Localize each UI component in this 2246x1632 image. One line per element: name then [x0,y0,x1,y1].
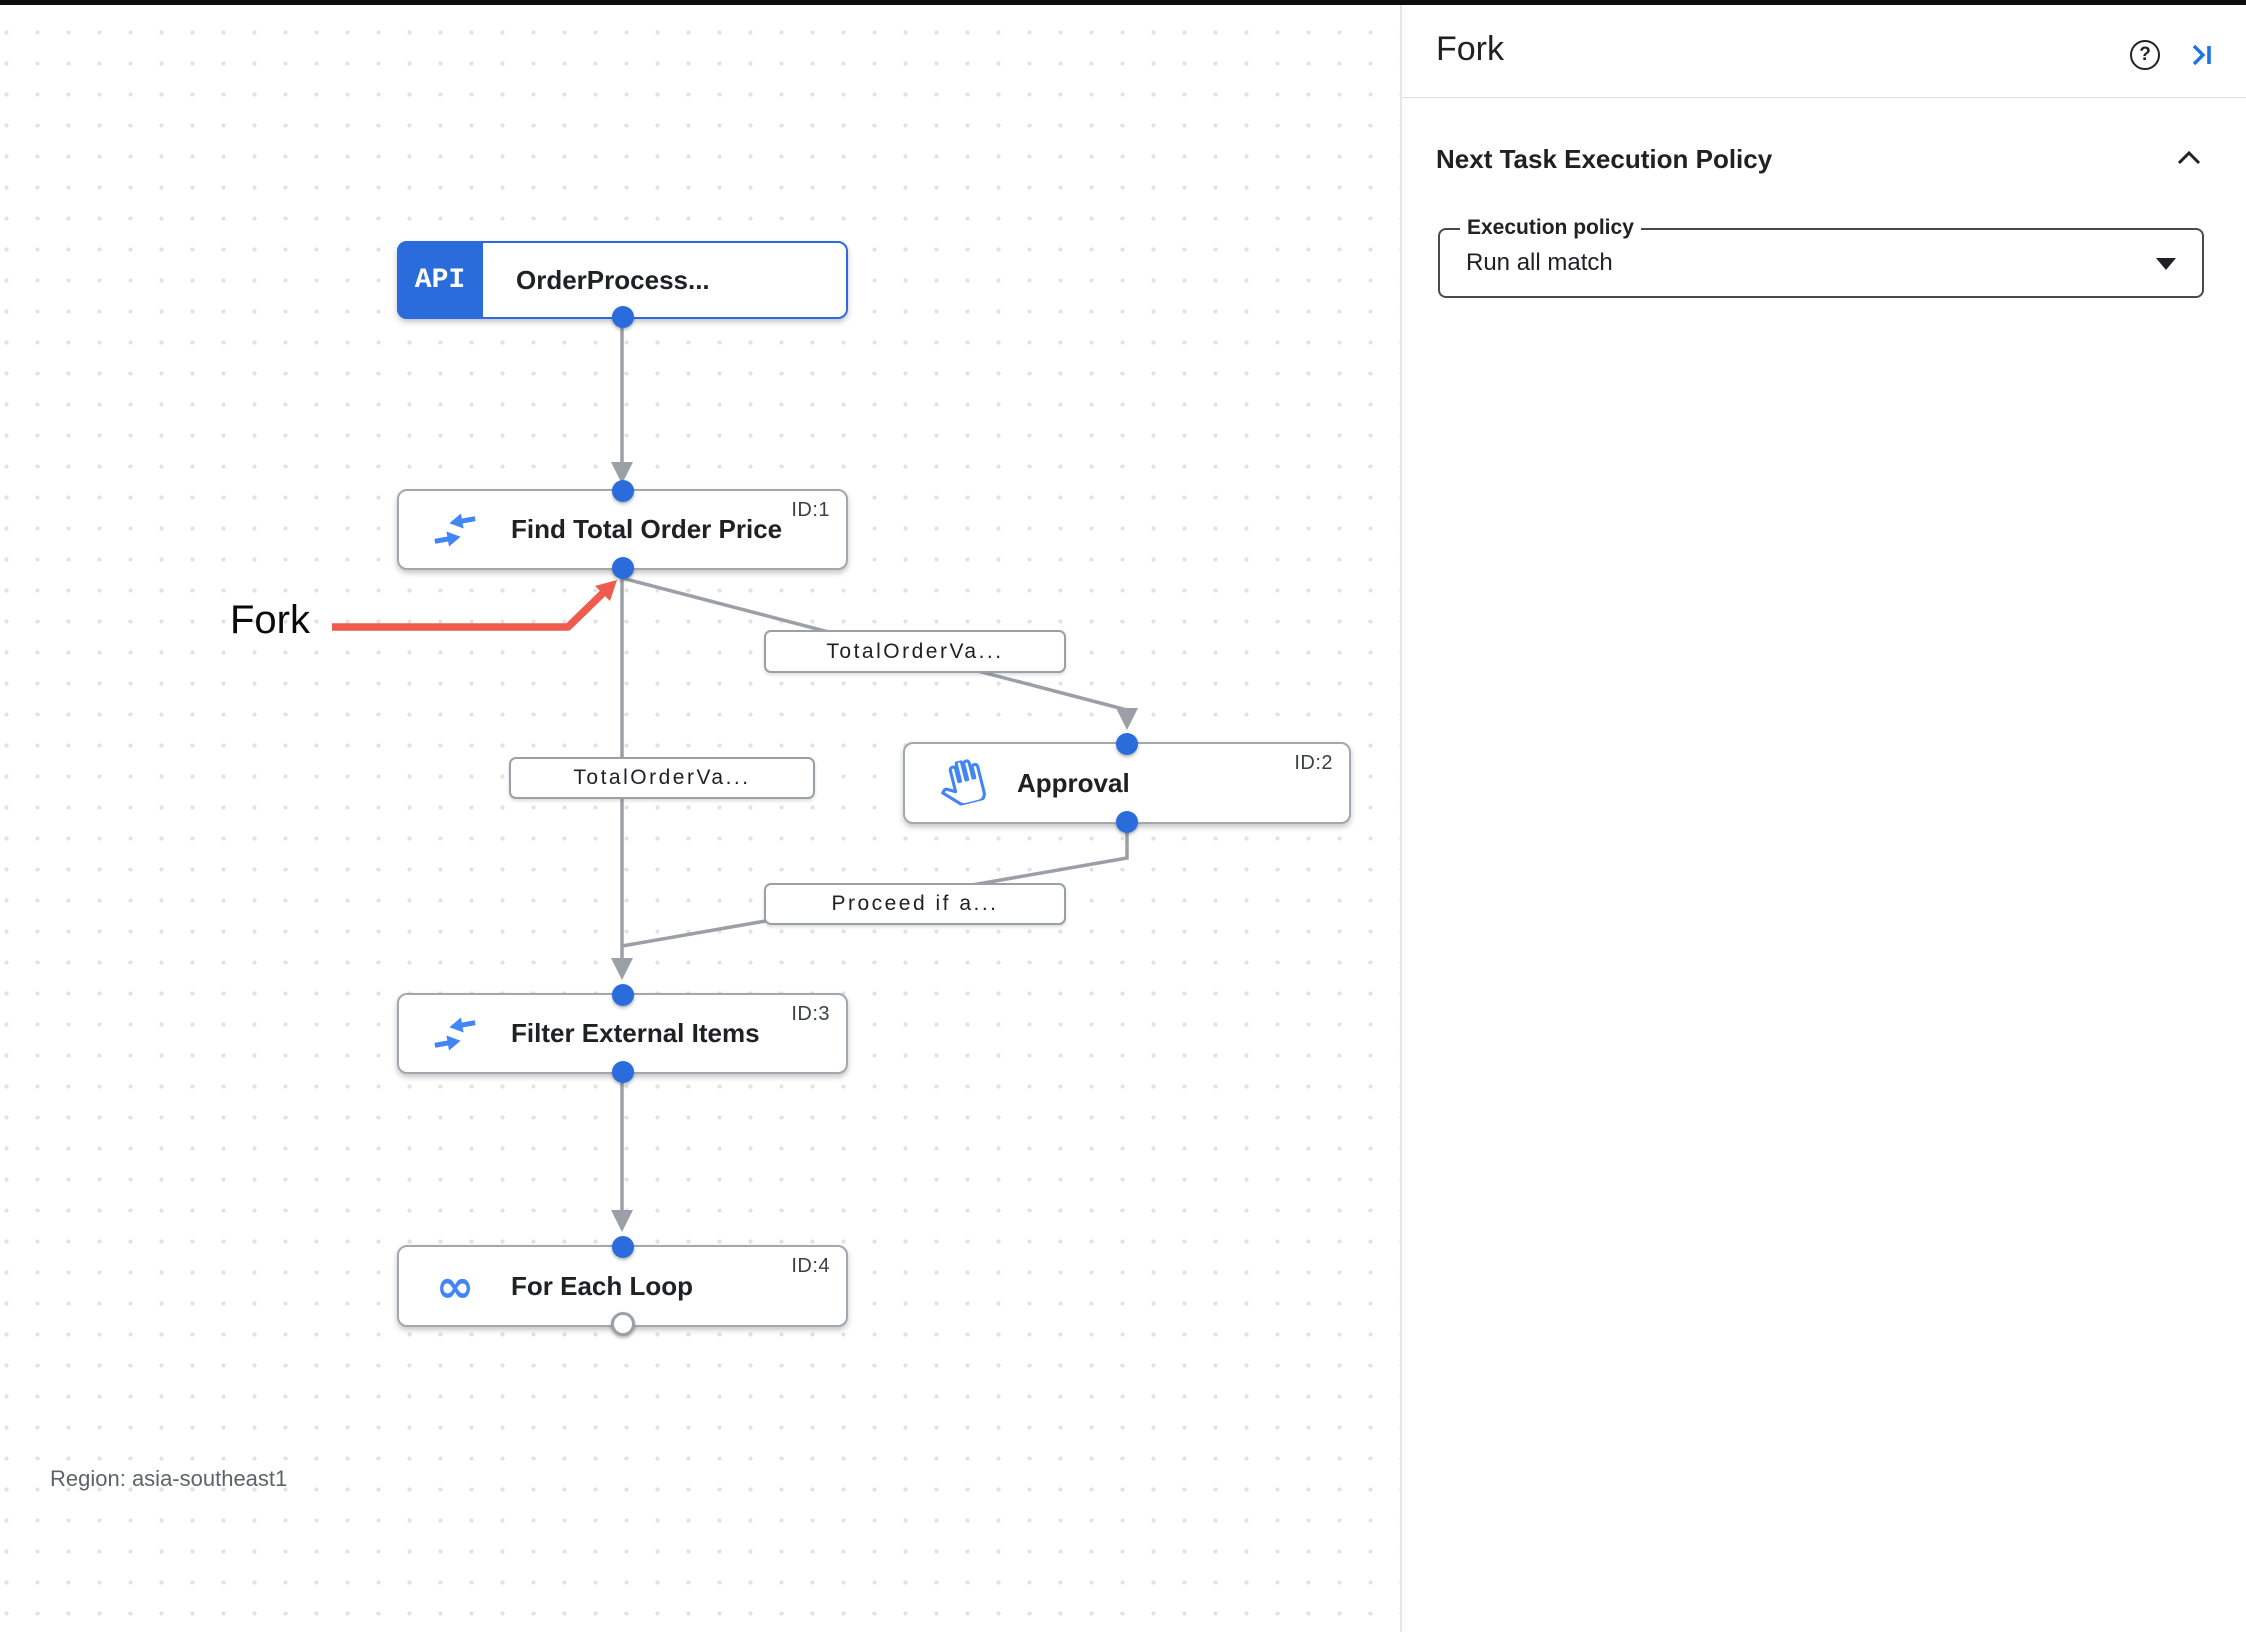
input-port[interactable] [611,480,634,502]
task-node-approval[interactable]: ID:2 Approval [903,733,1351,833]
arrowhead [611,462,633,484]
data-mapping-icon [429,1016,481,1052]
edge-condition-label[interactable]: TotalOrderVa... [509,757,815,799]
fork-annotation-arrow [332,589,607,631]
input-port[interactable] [611,1236,634,1258]
api-trigger-icon: API [397,241,483,319]
select-value: Run all match [1466,249,1613,276]
task-node-filter-external-items[interactable]: ID:3 Filter External Items [397,984,848,1083]
task-title: Filter External Items [511,1018,760,1048]
trigger-node-orderprocess[interactable]: API OrderProcess... [397,241,848,328]
edge-condition-label[interactable]: Proceed if a... [764,883,1066,925]
execution-policy-select[interactable]: Execution policy Run all match [1438,216,2204,298]
task-id-badge: ID:1 [791,499,830,521]
input-port[interactable] [611,984,634,1006]
task-node-for-each-loop[interactable]: ID:4 ∞ For Each Loop [397,1236,848,1336]
output-port-unconnected[interactable] [610,1312,635,1336]
panel-title: Fork [1436,30,1504,68]
select-label: Execution policy [1460,216,1641,240]
help-icon[interactable]: ? [2130,40,2160,70]
window-top-border [0,0,2246,5]
collapse-panel-icon[interactable] [2186,40,2216,70]
task-title: Approval [1017,767,1130,798]
task-id-badge: ID:3 [791,1003,830,1025]
task-node-find-total-order-price[interactable]: ID:1 Find Total Order Price [397,480,848,579]
approval-hand-icon [935,759,987,807]
trigger-title: OrderProcess... [516,264,710,295]
region-label: Region: asia-southeast1 [50,1466,288,1491]
output-port[interactable] [1116,811,1138,833]
dropdown-arrow-icon [2156,258,2176,270]
chevron-up-icon[interactable] [2174,148,2204,173]
output-port[interactable] [611,306,634,328]
arrowhead [611,958,633,980]
fork-annotation-label: Fork [230,598,310,642]
input-port[interactable] [1116,733,1138,755]
fork-config-panel: Fork ? Next Task Execution Policy Execut… [1400,0,2246,1632]
task-title: For Each Loop [511,1270,693,1301]
panel-divider [1402,97,2246,98]
arrowhead [1116,708,1138,730]
output-port[interactable] [611,1061,634,1083]
data-mapping-icon [429,512,481,548]
section-title-next-task-execution-policy: Next Task Execution Policy [1436,144,1773,174]
arrowhead [611,1210,633,1232]
task-title: Find Total Order Price [511,514,783,544]
task-id-badge: ID:4 [791,1255,830,1277]
workflow-canvas[interactable]: API OrderProcess... ID:1 Find Total Orde… [0,0,1400,1632]
task-id-badge: ID:2 [1294,752,1333,774]
edge-condition-label[interactable]: TotalOrderVa... [764,630,1066,673]
for-each-loop-icon: ∞ [435,1259,475,1313]
output-port[interactable] [611,557,634,579]
fork-annotation-arrowhead [595,580,617,601]
